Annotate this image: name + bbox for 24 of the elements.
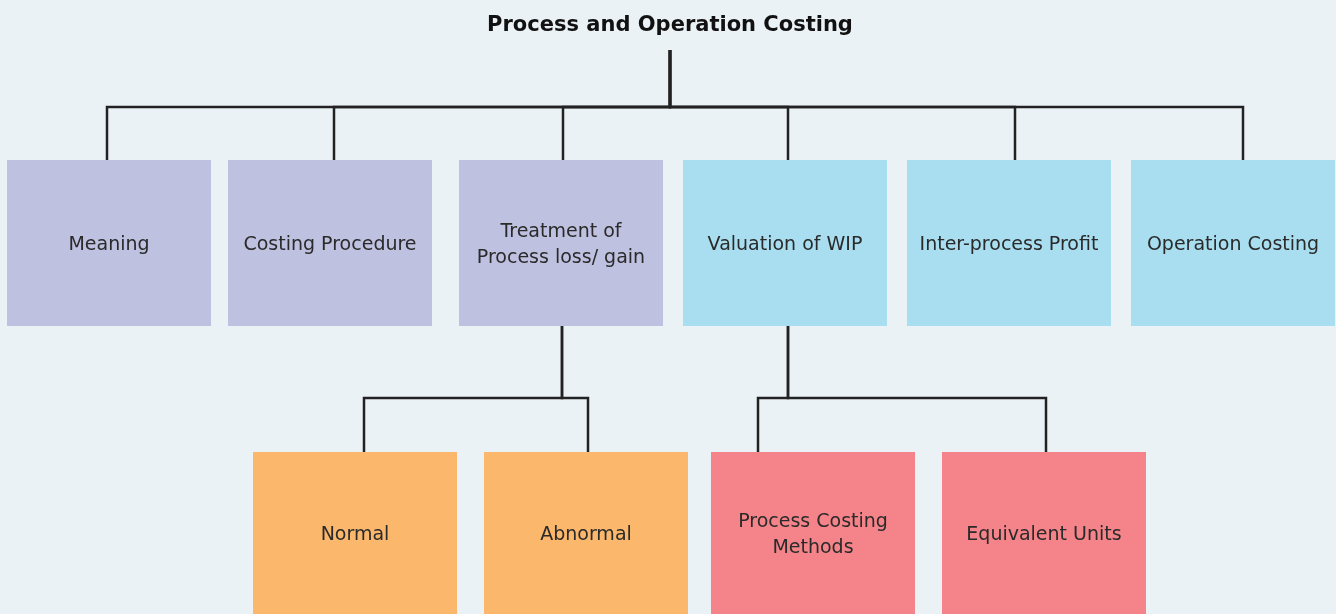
connector-line <box>668 50 1245 160</box>
box-label: Operation Costing <box>1146 231 1320 256</box>
connector-line <box>560 326 590 452</box>
box-label: Meaning <box>68 231 150 256</box>
category-box <box>907 160 1111 326</box>
category-box <box>683 160 887 326</box>
box-label: Costing Procedure <box>243 231 417 256</box>
box-label: Normal <box>320 521 390 546</box>
category-box <box>459 160 663 326</box>
box-label: Abnormal <box>540 521 632 546</box>
subcategory-box <box>253 452 457 614</box>
category-box <box>7 160 211 326</box>
category-box <box>228 160 432 326</box>
subcategory-box <box>711 452 915 614</box>
box-label: Equivalent Units <box>966 521 1122 546</box>
subcategory-box <box>484 452 688 614</box>
title-text: Process and Operation Costing <box>487 11 853 37</box>
connector-line <box>786 326 1048 452</box>
subcategory-box <box>942 452 1146 614</box>
box-label: Treatment of Process loss/ gain <box>475 218 647 269</box>
box-label: Valuation of WIP <box>707 231 863 256</box>
box-label: Process Costing Methods <box>737 508 889 559</box>
box-label: Inter-process Profit <box>919 231 1099 256</box>
category-box <box>1131 160 1335 326</box>
